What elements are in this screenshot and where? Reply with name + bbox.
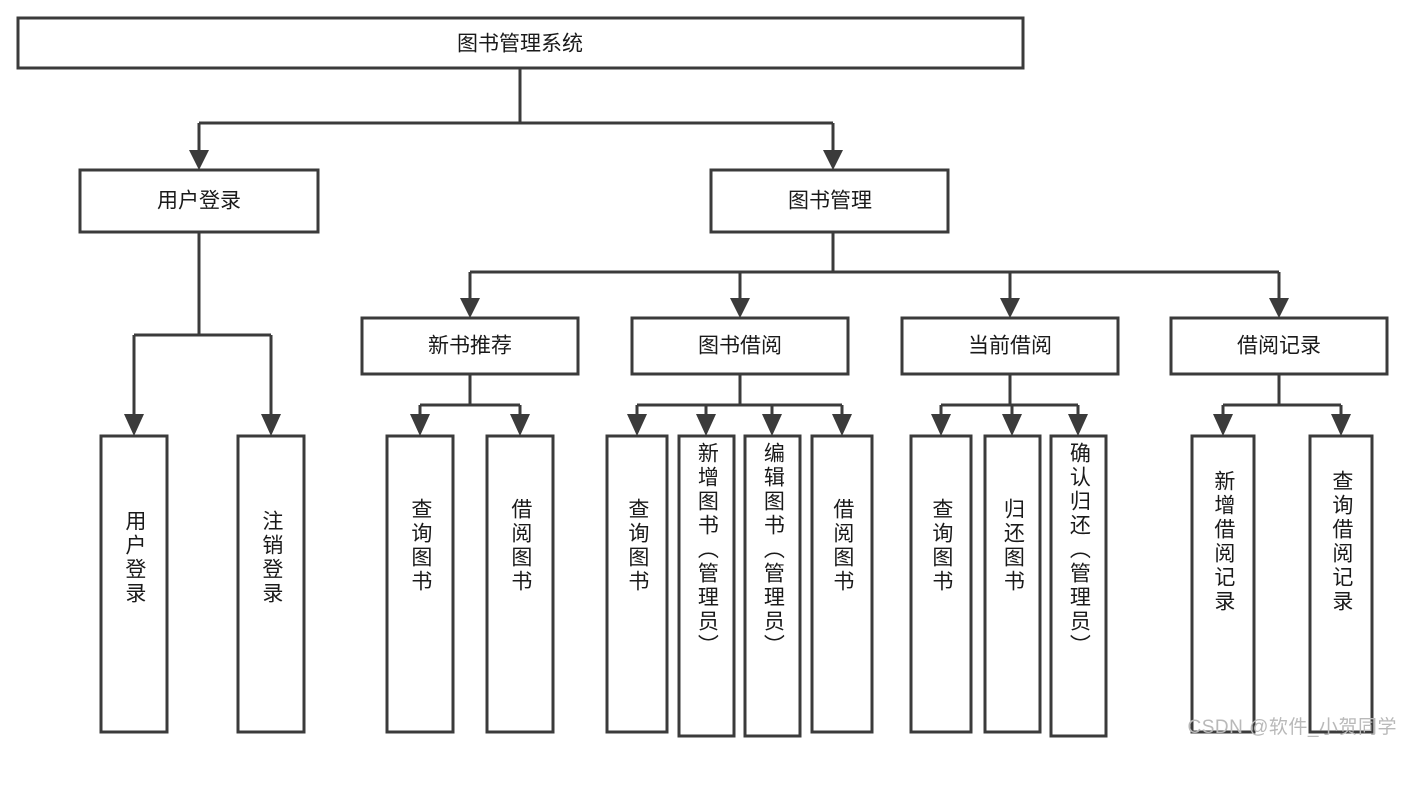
node-book-management[interactable]: 图书管理 (709, 168, 950, 234)
node-book-management-box (709, 168, 950, 234)
arrowhead-leaf-user-logout (261, 414, 281, 436)
arrowhead-return-book (1002, 414, 1022, 436)
leaf-add-book-admin-box[interactable] (677, 434, 736, 738)
node-root-label: 图书管理系统 (457, 33, 583, 56)
node-user-login-label: 用户登录 (157, 190, 241, 213)
arrowhead-query-book-current (931, 414, 951, 436)
leaf-user-login-box[interactable] (99, 434, 169, 734)
arrowhead-leaf-user-login (124, 414, 144, 436)
arrowhead-new-book-recommend (460, 298, 480, 318)
arrowhead-add-borrow-record (1213, 414, 1233, 436)
arrowhead-confirm-return-admin (1068, 414, 1088, 436)
arrowhead-borrow-book-recommend (510, 414, 530, 436)
node-user-login-box (78, 168, 320, 234)
arrowhead-user-login (189, 150, 209, 170)
leaf-query-book-recommend-box[interactable] (385, 434, 455, 734)
arrowhead-book-borrow (730, 298, 750, 318)
flowchart-canvas: 图书管理系统 用户登录 图书管理 新书推荐 图书借阅 当前借阅 借阅记录 (16, 16, 1397, 738)
node-borrow-records-label: 借阅记录 (1237, 335, 1321, 358)
arrowhead-query-book-recommend (410, 414, 430, 436)
node-new-book-recommend-label: 新书推荐 (428, 335, 512, 358)
node-borrow-records-box (1169, 316, 1389, 376)
connector-group-new-book-recommend-to-leaves (410, 374, 530, 436)
leaf-query-book-borrow-box[interactable] (605, 434, 669, 734)
connector-group-borrow-records-to-leaves (1213, 374, 1351, 436)
watermark: CSDN @软件_小贺同学 (1187, 717, 1397, 738)
node-book-borrow[interactable]: 图书借阅 (630, 316, 850, 376)
connector-group-user-login-to-leaves (124, 232, 281, 436)
node-root-box (16, 16, 1025, 70)
leaf-confirm-return-admin-box[interactable] (1049, 434, 1108, 738)
leaf-user-logout-box[interactable] (236, 434, 306, 734)
node-book-borrow-label: 图书借阅 (698, 335, 782, 358)
node-root[interactable]: 图书管理系统 (16, 16, 1025, 70)
node-borrow-records[interactable]: 借阅记录 (1169, 316, 1389, 376)
leaf-return-book-box[interactable] (983, 434, 1042, 734)
leaf-query-book-current-box[interactable] (909, 434, 973, 734)
node-current-borrow-box (900, 316, 1120, 376)
leaf-query-borrow-record-box[interactable] (1308, 434, 1374, 734)
arrowhead-book-management (823, 150, 843, 170)
node-book-borrow-box (630, 316, 850, 376)
node-new-book-recommend-box (360, 316, 580, 376)
node-book-management-label: 图书管理 (788, 190, 872, 213)
flowchart-svg: 图书管理系统 用户登录 图书管理 新书推荐 图书借阅 当前借阅 借阅记录 (16, 16, 1389, 738)
connector-group-book-borrow-to-leaves (627, 374, 852, 436)
leaf-boxes-group (99, 434, 1374, 738)
connector-group-root-to-level2 (189, 68, 843, 170)
arrowhead-add-book-admin (696, 414, 716, 436)
arrowhead-borrow-records (1269, 298, 1289, 318)
node-new-book-recommend[interactable]: 新书推荐 (360, 316, 580, 376)
arrowhead-current-borrow (1000, 298, 1020, 318)
arrowhead-query-book-borrow (627, 414, 647, 436)
node-user-login[interactable]: 用户登录 (78, 168, 320, 234)
leaf-borrow-book-box[interactable] (810, 434, 874, 734)
leaf-edit-book-admin-box[interactable] (743, 434, 802, 738)
connector-group-book-management-to-level3 (460, 232, 1289, 318)
arrowhead-borrow-book (832, 414, 852, 436)
leaf-add-borrow-record-box[interactable] (1190, 434, 1256, 734)
node-current-borrow[interactable]: 当前借阅 (900, 316, 1120, 376)
arrowhead-query-borrow-record (1331, 414, 1351, 436)
leaf-borrow-book-recommend-box[interactable] (485, 434, 555, 734)
node-current-borrow-label: 当前借阅 (968, 335, 1052, 358)
connector-group-current-borrow-to-leaves (931, 374, 1088, 436)
arrowhead-edit-book-admin (762, 414, 782, 436)
